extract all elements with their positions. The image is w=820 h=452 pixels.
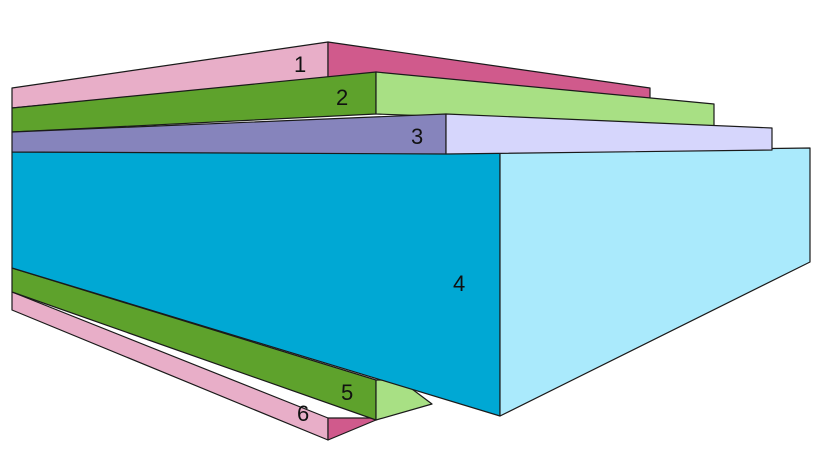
layer-2	[11, 71, 715, 133]
layer-4	[11, 147, 811, 417]
layer-6	[11, 291, 377, 441]
layer-5-label: 5	[341, 380, 353, 405]
layer-1-label: 1	[294, 52, 306, 77]
layer-6-side-face	[327, 417, 377, 441]
layer-3-side-face	[445, 113, 773, 155]
layer-3-label: 3	[411, 124, 423, 149]
layer-3	[11, 113, 773, 155]
layer-2-label: 2	[336, 85, 348, 110]
layer-4-label: 4	[453, 271, 465, 296]
layer-1	[11, 41, 651, 109]
layer-4-side-face	[499, 147, 811, 417]
layer-6-label: 6	[297, 401, 309, 426]
layer-5	[11, 267, 433, 421]
